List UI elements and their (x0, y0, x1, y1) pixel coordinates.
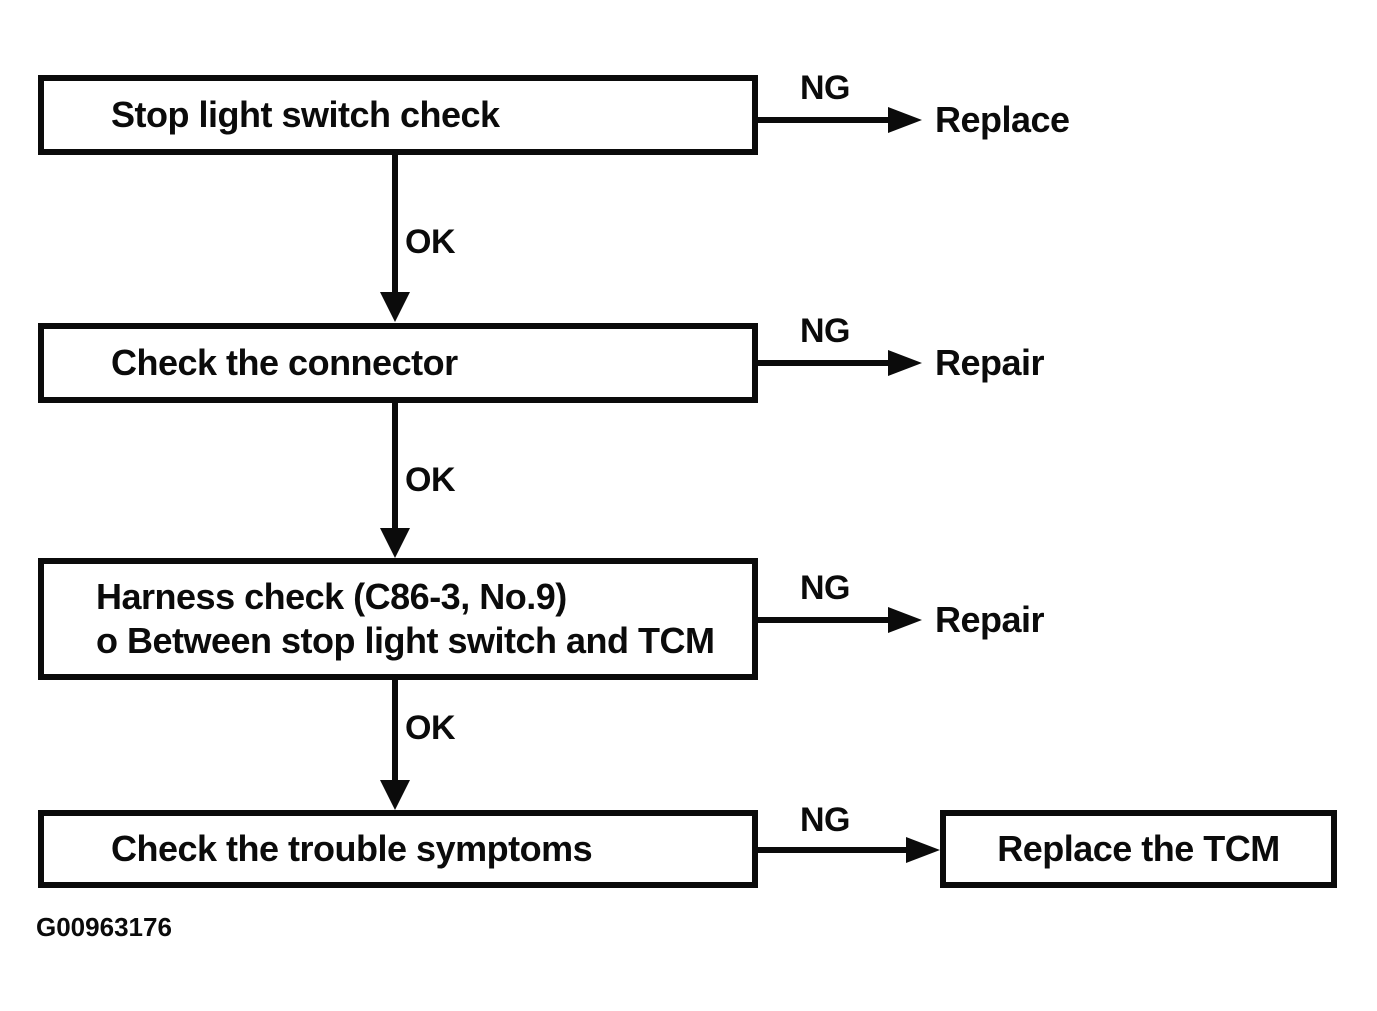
replace-tcm-box: Replace the TCM (940, 810, 1337, 888)
step-3-ok-arrow-line (392, 680, 398, 780)
step-2-ok-label: OK (405, 461, 456, 499)
step-3-label-line-2: o Between stop light switch and TCM (96, 620, 715, 661)
step-4-box: Check the trouble symptoms (38, 810, 758, 888)
step-2-box: Check the connector (38, 323, 758, 403)
step-2-ng-arrow-line (758, 360, 888, 366)
step-3-ok-label: OK (405, 709, 456, 747)
step-3-down-arrowhead-icon (380, 780, 410, 810)
step-3-ng-label: NG (800, 569, 851, 607)
step-3-label-line-1: Harness check (C86-3, No.9) (96, 576, 567, 618)
step-1-down-arrowhead-icon (380, 292, 410, 322)
step-4-ng-action: Replace the TCM (997, 828, 1280, 870)
step-1-ng-arrow-line (758, 117, 888, 123)
step-1-ng-action: Replace (935, 99, 1070, 140)
step-2-ng-action: Repair (935, 342, 1045, 383)
step-2-right-arrowhead-icon (888, 350, 922, 376)
step-3-box: Harness check (C86-3, No.9) o Between st… (38, 558, 758, 680)
step-3-right-arrowhead-icon (888, 607, 922, 633)
step-4-ng-arrow-line (758, 847, 906, 853)
step-1-box: Stop light switch check (38, 75, 758, 155)
step-4-ng-label: NG (800, 801, 851, 839)
step-4-right-arrowhead-icon (906, 837, 940, 863)
step-1-right-arrowhead-icon (888, 107, 922, 133)
step-2-down-arrowhead-icon (380, 528, 410, 558)
step-4-label: Check the trouble symptoms (111, 828, 593, 870)
step-1-ok-label: OK (405, 223, 456, 261)
step-1-ok-arrow-line (392, 155, 398, 292)
step-1-ng-label: NG (800, 69, 851, 107)
step-3-ng-arrow-line (758, 617, 888, 623)
step-3-ng-action: Repair (935, 599, 1045, 640)
step-2-ok-arrow-line (392, 403, 398, 528)
step-2-label: Check the connector (111, 342, 458, 384)
figure-code: G00963176 (36, 912, 172, 942)
step-2-ng-label: NG (800, 312, 851, 350)
step-1-label: Stop light switch check (111, 94, 500, 136)
